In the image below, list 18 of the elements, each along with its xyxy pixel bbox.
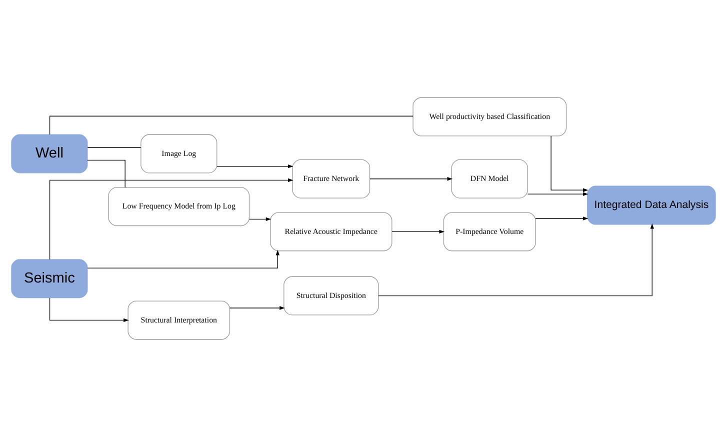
arrow	[392, 229, 444, 234]
arrow	[49, 178, 294, 260]
arrow	[229, 306, 285, 310]
node-box: Integrated Data Analysis	[587, 185, 716, 224]
connector	[87, 159, 126, 188]
arrow	[535, 216, 588, 220]
arrow	[378, 222, 654, 296]
arrow	[49, 297, 129, 322]
arrow	[87, 249, 280, 268]
arrow	[249, 216, 272, 220]
arrow	[550, 135, 588, 192]
arrow	[216, 164, 294, 168]
arrow	[527, 192, 588, 196]
connector	[49, 115, 414, 134]
node-box: Well	[11, 134, 88, 173]
node-box: Seismic	[11, 258, 88, 298]
arrow	[370, 176, 453, 180]
connector	[87, 146, 142, 148]
